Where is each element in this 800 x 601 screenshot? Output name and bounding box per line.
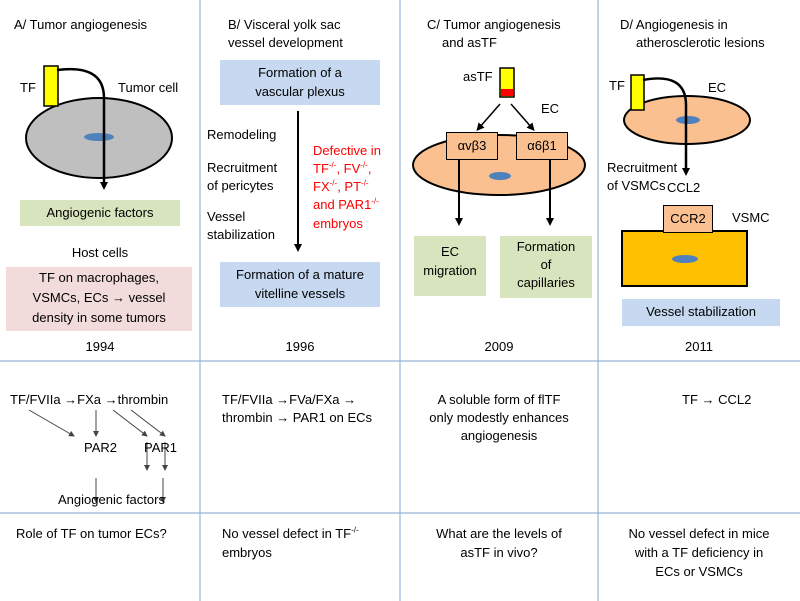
panel-c-mechanism-line-2: only modestly enhances <box>429 410 569 425</box>
astf-red-band <box>501 89 513 96</box>
plexus-line-2: vascular plexus <box>255 84 345 99</box>
panel-c-title-line-2: and asTF <box>442 35 497 50</box>
a6b1-receptor: α6β1 <box>516 132 568 160</box>
panel-d-question-line-3: ECs or VSMCs <box>655 564 743 579</box>
defective-line-5: embryos <box>313 216 363 231</box>
mature-line-1: Formation of a mature <box>236 267 364 282</box>
panel-b-question-line-1: No vessel defect in TF-/- <box>222 525 359 541</box>
panel-d-title-line-1: D/ Angiogenesis in <box>620 17 728 32</box>
ccl2-arrow <box>642 77 690 176</box>
panel-c-year: 2009 <box>484 339 514 354</box>
astf-label: asTF <box>463 69 493 84</box>
defective-line-2: TF-/-, FV-/-, <box>313 160 372 176</box>
vessel-line-1: Vessel <box>207 209 246 224</box>
remodeling-label: Remodeling <box>207 127 277 142</box>
panel-c-question-line-2: asTF in vivo? <box>460 545 538 560</box>
panel-a-mechanism-arrows <box>28 409 168 503</box>
ec-migration-box: EC migration <box>414 236 486 296</box>
panel-c-mechanism-line-1: A soluble form of flTF <box>437 392 561 407</box>
astf-arrow-right <box>510 103 535 132</box>
tumor-cell-label: Tumor cell <box>118 80 179 95</box>
defective-line-3: FX-/-, PT-/- <box>313 178 369 194</box>
panel-d-graphics <box>621 74 751 287</box>
nucleus-shape <box>84 133 114 141</box>
panel-a-title: A/ Tumor angiogenesis <box>14 17 147 32</box>
plexus-line-1: Formation of a <box>258 65 342 80</box>
ccr2-label: CCR2 <box>670 211 706 226</box>
panel-c-title-line-1: C/ Tumor angiogenesis <box>427 17 561 32</box>
panel-a-year: 1994 <box>85 339 115 354</box>
vsmc-label: VSMC <box>732 210 770 225</box>
panel-d-tf-label: TF <box>609 78 625 93</box>
migration-line-2: migration <box>423 263 477 278</box>
panel-b-mechanism-line-1: TF/FVIIa →FVa/FXa → <box>222 392 357 407</box>
plexus-box: Formation of a vascular plexus <box>220 60 380 105</box>
migration-line-1: EC <box>440 244 460 259</box>
angiogenic-factors-result: Angiogenic factors <box>58 492 165 507</box>
tf-signal-arrow <box>56 67 108 190</box>
host-cells-line-2: VSMCs, ECs → vessel <box>32 290 166 305</box>
vessel-stabilization-box: Vessel stabilization <box>622 299 780 326</box>
panel-d-year: 2011 <box>685 339 713 354</box>
panel-d-title-line-2: atherosclerotic lesions <box>636 35 765 50</box>
avb3-receptor: αvβ3 <box>446 132 498 160</box>
recruitment-line-2: of pericytes <box>207 178 274 193</box>
ccl2-label: CCL2 <box>667 180 701 195</box>
panel-a-question: Role of TF on tumor ECs? <box>16 526 167 541</box>
ec-label-c: EC <box>541 101 560 116</box>
recruitment-line-1: Recruitment <box>207 160 278 175</box>
panel-d-mechanism: TF → CCL2 <box>682 392 752 407</box>
host-cells-line-1: TF on macrophages, <box>39 270 159 285</box>
panel-c-question-line-1: What are the levels of <box>436 526 562 541</box>
capillaries-line-1: Formation <box>516 239 576 254</box>
tf-receptor-shape <box>43 65 59 107</box>
panel-a-mechanism-line: TF/FVIIa →FXa →thrombin <box>10 392 169 407</box>
vessel-line-2: stabilization <box>207 227 275 242</box>
panel-d-question-line-2: with a TF deficiency in <box>634 545 764 560</box>
a6b1-label: α6β1 <box>527 138 557 153</box>
astf-arrow-left <box>476 103 501 132</box>
ccr2-receptor: CCR2 <box>663 205 713 233</box>
vsmc-nucleus-shape <box>672 255 698 263</box>
panel-b-year: 1996 <box>285 339 315 354</box>
recruitment-vsmc-line-1: Recruitment <box>607 160 678 175</box>
panel-b-title-line-1: B/ Visceral yolk sac <box>228 17 341 32</box>
angiogenic-factors-label: Angiogenic factors <box>46 205 154 220</box>
host-cells-box: TF on macrophages, VSMCs, ECs → vessel d… <box>6 267 192 331</box>
panel-b-question-line-2: embryos <box>222 545 272 560</box>
tf-receptor-d-shape <box>630 74 645 111</box>
capillaries-line-2: of <box>540 257 552 272</box>
mature-line-2: vitelline vessels <box>254 286 346 301</box>
par1-label: PAR1 <box>144 440 177 455</box>
par2-label: PAR2 <box>84 440 117 455</box>
recruitment-vsmc-line-2: of VSMCs <box>607 178 666 193</box>
vessel-stabilization-label: Vessel stabilization <box>646 304 756 319</box>
ec-nucleus-shape <box>489 172 511 180</box>
mature-vessels-box: Formation of a mature vitelline vessels <box>220 262 380 307</box>
host-cells-line-3: density in some tumors <box>32 310 166 325</box>
avb3-label: αvβ3 <box>457 138 487 153</box>
panel-a-tf-label: TF <box>20 80 36 95</box>
panel-b-title-line-2: vessel development <box>228 35 343 50</box>
panel-d-question-line-1: No vessel defect in mice <box>628 526 770 541</box>
defective-line-4: and PAR1-/- <box>313 196 379 212</box>
ec-label-d: EC <box>708 80 727 95</box>
panel-c-mechanism-line-3: angiogenesis <box>460 428 538 443</box>
panel-a-graphics <box>25 65 173 190</box>
panel-b-mechanism-line-2: thrombin → PAR1 on ECs <box>222 410 373 425</box>
host-cells-label: Host cells <box>71 245 129 260</box>
capillaries-box: Formation of capillaries <box>500 236 592 298</box>
defective-line-1: Defective in <box>313 143 381 158</box>
angiogenic-factors-box: Angiogenic factors <box>20 200 180 226</box>
endothelial-nucleus-shape <box>676 116 700 124</box>
capillaries-line-3: capillaries <box>517 275 575 290</box>
